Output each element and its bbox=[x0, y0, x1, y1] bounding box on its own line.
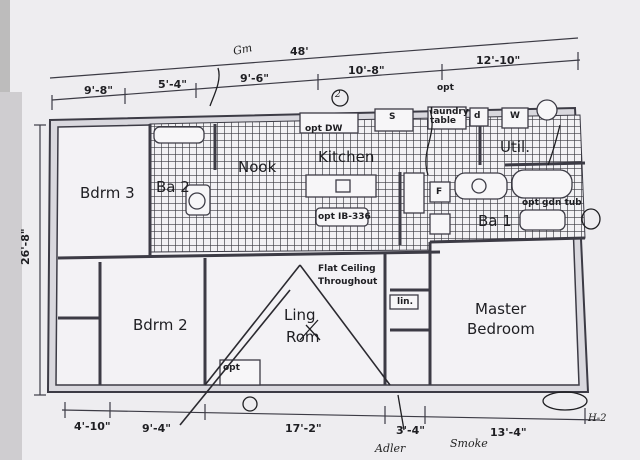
room-label-util: Util. bbox=[500, 138, 530, 156]
handwritten-circle: 2 bbox=[335, 90, 341, 100]
bottom-dim-3: 17'-2" bbox=[285, 422, 322, 435]
room-label-bdrm3: Bdrm 3 bbox=[80, 184, 135, 202]
note-opt-closet: opt bbox=[223, 363, 240, 373]
room-label-kitchen: Kitchen bbox=[318, 148, 375, 166]
ceiling-lines bbox=[179, 264, 391, 426]
room-label-living-1: Ling bbox=[284, 306, 316, 324]
fixtures bbox=[153, 99, 573, 386]
room-label-nook: Nook bbox=[238, 158, 277, 176]
note-opt-gdn-tub: opt gdn tub bbox=[522, 198, 582, 208]
note-opt-top: opt bbox=[437, 83, 454, 93]
paper-fold bbox=[0, 92, 22, 460]
interior-walls bbox=[57, 118, 586, 385]
room-label-master-1: Master bbox=[475, 300, 527, 318]
handwritten-corner: H-2 bbox=[588, 413, 607, 424]
bottom-dim-2: 9'-4" bbox=[142, 422, 171, 435]
top-dim-3: 9'-6" bbox=[240, 72, 269, 85]
bottom-dim-1: 4'-10" bbox=[74, 420, 111, 433]
note-opt-dw: opt DW bbox=[305, 124, 343, 134]
note-s: S bbox=[389, 112, 396, 122]
note-laundry-table: laundry table bbox=[430, 107, 469, 126]
note-d: d bbox=[474, 111, 481, 121]
overall-depth-label: 26'-8" bbox=[19, 228, 32, 265]
room-label-ba2: Ba 2 bbox=[156, 178, 190, 196]
room-label-master-2: Bedroom bbox=[467, 320, 535, 338]
handwritten-bottom-right: Smoke bbox=[450, 437, 488, 450]
note-flat-ceiling-1: Flat Ceiling bbox=[318, 264, 376, 274]
top-dim-1: 9'-8" bbox=[84, 84, 113, 97]
handwritten-marks bbox=[209, 67, 601, 431]
top-dim-5: 12'-10" bbox=[476, 54, 521, 67]
room-label-living-2: Rom bbox=[286, 328, 320, 346]
bottom-dim-4: 3'-4" bbox=[396, 424, 425, 437]
top-dim-2: 5'-4" bbox=[158, 78, 187, 91]
handwritten-bottom-left: Adler bbox=[375, 442, 406, 455]
top-dim-4: 10'-8" bbox=[348, 64, 385, 77]
bottom-dim-5: 13'-4" bbox=[490, 426, 527, 439]
dimension-lines bbox=[34, 37, 601, 424]
note-w: W bbox=[510, 111, 520, 121]
note-opt-ib: opt IB-336 bbox=[318, 212, 371, 222]
note-flat-ceiling-2: Throughout bbox=[318, 277, 378, 287]
note-f: F bbox=[436, 187, 443, 197]
overall-width-label: 48' bbox=[290, 45, 309, 58]
room-label-ba1: Ba 1 bbox=[478, 212, 512, 230]
note-linen: lin. bbox=[397, 297, 413, 307]
room-label-bdrm2: Bdrm 2 bbox=[133, 316, 188, 334]
